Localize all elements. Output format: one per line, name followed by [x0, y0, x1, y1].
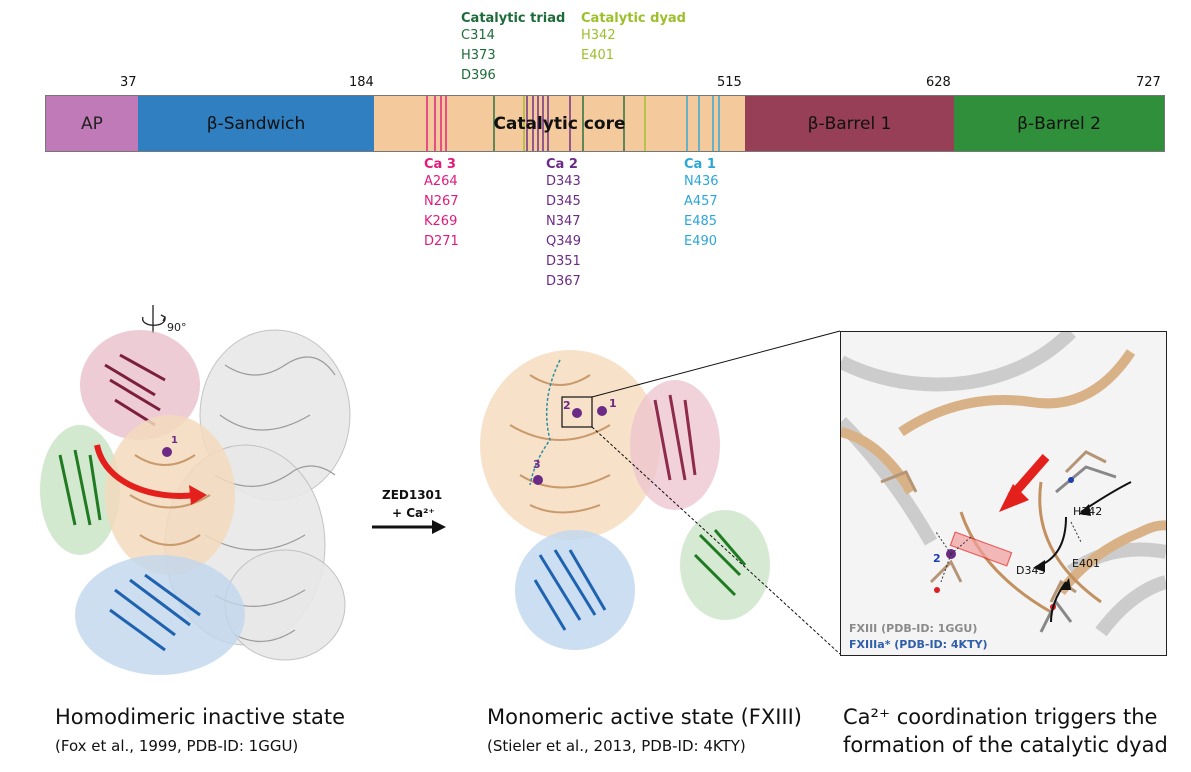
ca1-residue: A457: [684, 194, 718, 209]
ca2-residue: D345: [546, 194, 581, 209]
ruler-tick-184: 184: [349, 75, 374, 90]
sandwich-surface: [515, 530, 635, 650]
ca1-residue: E490: [684, 234, 718, 249]
ruler-tick-628: 628: [926, 75, 951, 90]
domain-catalytic-core-label: Catalytic core: [493, 113, 626, 134]
transition-arrow: [372, 520, 446, 534]
zoom-panel: 2 H342 D343 E401 FXIII (PDB-ID: 1GGU) FX…: [840, 331, 1167, 656]
ca-ion: [162, 447, 172, 457]
rotation-label: 90°: [167, 321, 187, 334]
zed1301-inhibitor: [529, 359, 561, 486]
catalytic-triad-group: Catalytic triad C314 H373 D396: [461, 11, 565, 86]
legend-fxiiia-blue: FXIIIa* (PDB-ID: 4KTY): [849, 638, 988, 651]
ca-ion-label: 1: [609, 397, 617, 410]
domain-beta-barrel-1: β-Barrel 1: [745, 95, 954, 152]
monomer-structure: 2 1 3: [480, 350, 770, 650]
ca1-group: Ca 1 N436 A457 E485 E490: [684, 157, 719, 252]
zoom-region-box: [561, 396, 593, 428]
ca2-title: Ca 2: [546, 157, 578, 172]
ca2-group: Ca 2 D343 D345 N347 Q349 D351 D367: [546, 157, 581, 292]
barrel2-surface: [680, 510, 770, 620]
residue-label-h342: H342: [1073, 505, 1102, 518]
ca3-title: Ca 3: [424, 157, 456, 172]
domain-ap: AP: [45, 95, 138, 152]
ca3-residue: A264: [424, 174, 458, 189]
domain-beta-sandwich-label: β-Sandwich: [206, 113, 306, 134]
ca2-residue: D367: [546, 274, 581, 289]
right-caption-line2: formation of the catalytic dyad: [843, 733, 1168, 757]
domain-beta-barrel-1-label: β-Barrel 1: [807, 113, 892, 134]
highlight-box: [949, 531, 1013, 567]
ca1-title: Ca 1: [684, 157, 716, 172]
ca-ion: [572, 408, 582, 418]
dyad-residue: E401: [581, 48, 615, 63]
triad-residue: D396: [461, 68, 496, 83]
residue-label-e401: E401: [1072, 557, 1100, 570]
left-caption-sub: (Fox et al., 1999, PDB-ID: 1GGU): [55, 737, 299, 755]
transition-label-2: + Ca²⁺: [392, 506, 435, 520]
rotation-icon: [142, 305, 166, 333]
domain-beta-barrel-2-label: β-Barrel 2: [1017, 113, 1101, 134]
ruler-tick-515: 515: [717, 75, 742, 90]
ca3-residue: K269: [424, 214, 458, 229]
catalytic-dyad-title: Catalytic dyad: [581, 11, 686, 26]
ca-ion-label: 1: [171, 435, 178, 446]
ca2-residue: D343: [546, 174, 581, 189]
domain-ap-label: AP: [81, 113, 103, 134]
ca2-residue: D351: [546, 254, 581, 269]
middle-caption-sub: (Stieler et al., 2013, PDB-ID: 4KTY): [487, 737, 746, 755]
dyad-residue: H342: [581, 28, 616, 43]
triad-residue: H373: [461, 48, 496, 63]
ca3-residue: N267: [424, 194, 459, 209]
domain-beta-sandwich: β-Sandwich: [138, 95, 374, 152]
ca-ion-label: 2: [563, 399, 571, 412]
ca3-group: Ca 3 A264 N267 K269 D271: [424, 157, 459, 252]
ca-ion-label: 2: [933, 552, 941, 565]
ca2-residue: Q349: [546, 234, 582, 249]
barrel1-surface: [630, 380, 720, 510]
domain-catalytic-core: Catalytic core: [374, 95, 745, 152]
transition-label-1: ZED1301: [382, 488, 443, 502]
ca3-residue: D271: [424, 234, 459, 249]
domain-beta-barrel-2: β-Barrel 2: [954, 95, 1165, 152]
ca-ion: [597, 406, 607, 416]
ruler-tick-37: 37: [120, 75, 137, 90]
left-caption-title: Homodimeric inactive state: [55, 705, 346, 729]
legend-fxiii-grey: FXIII (PDB-ID: 1GGU): [849, 622, 978, 635]
sandwich-surface: [75, 555, 245, 675]
catalytic-triad-title: Catalytic triad: [461, 11, 566, 26]
rotation-arrow: [94, 444, 196, 499]
zoom-panel-drawing: 2 H342 D343 E401: [841, 332, 1166, 637]
catalytic-dyad-group: Catalytic dyad H342 E401: [581, 11, 686, 66]
ruler-tick-727: 727: [1136, 75, 1161, 90]
residue-label-d343: D343: [1016, 564, 1045, 577]
ca2-residue: N347: [546, 214, 581, 229]
triad-residue: C314: [461, 28, 495, 43]
right-caption-line1: Ca²⁺ coordination triggers the: [843, 705, 1158, 729]
middle-caption-title: Monomeric active state (FXIII): [487, 705, 802, 729]
ca-ion: [533, 475, 543, 485]
homodimer-structure: 90° 1: [40, 305, 351, 675]
ca-ion-label: 3: [533, 458, 541, 471]
ca1-residue: E485: [684, 214, 718, 229]
ca1-residue: N436: [684, 174, 719, 189]
